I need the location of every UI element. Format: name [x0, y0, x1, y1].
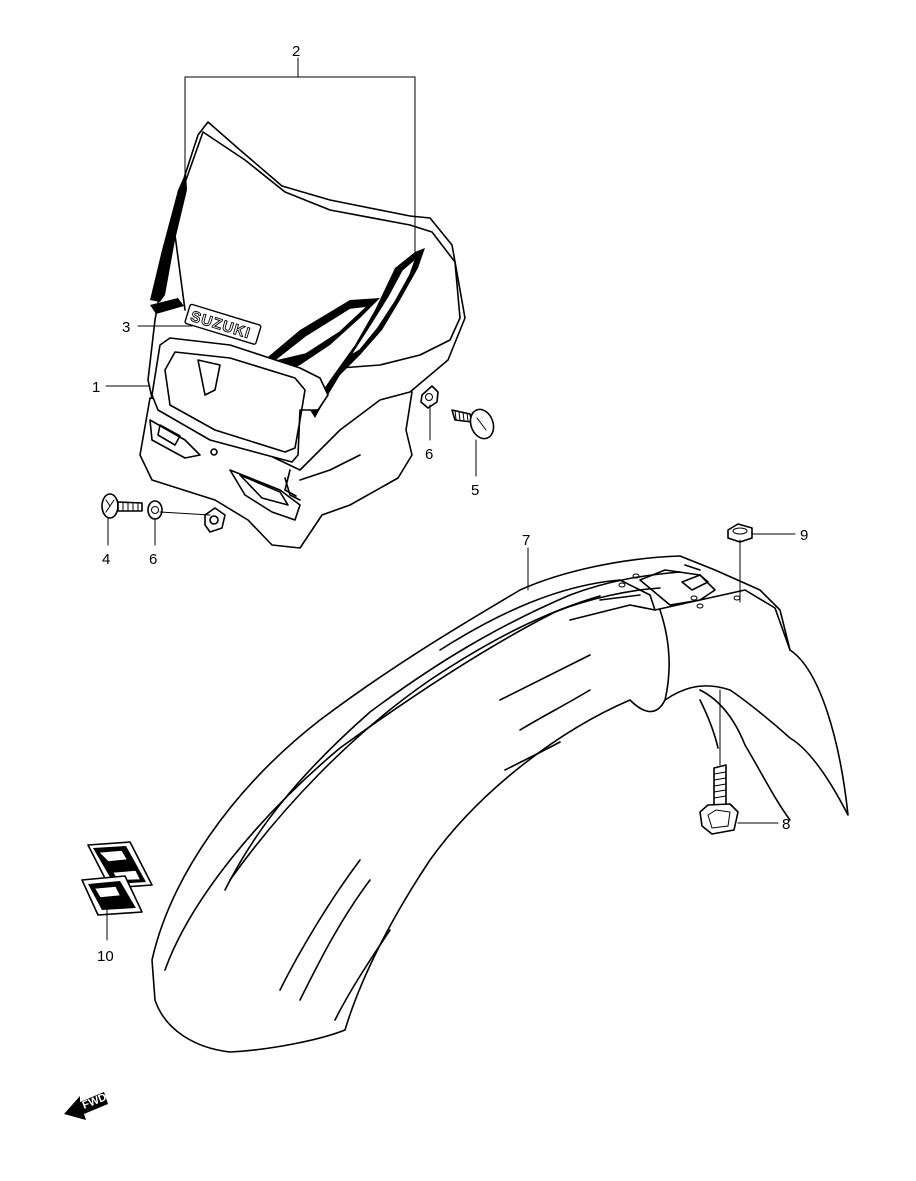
callout-8: 8	[782, 816, 790, 833]
fwd-direction-arrow: FWD	[64, 1091, 108, 1120]
callout-10: 10	[97, 948, 114, 965]
fender-washer	[727, 523, 753, 543]
callout-7: 7	[522, 532, 530, 549]
grommet-left	[147, 500, 163, 520]
suzuki-emblem-decal	[81, 841, 153, 916]
front-fender	[151, 555, 849, 1053]
headlight-cowl: SUZUKI	[139, 121, 466, 549]
grommet-right	[420, 385, 439, 409]
callout-4: 4	[102, 551, 110, 568]
callout-6-right: 6	[425, 446, 433, 463]
callout-labels: 2 3 1 6 5 4 6 7 9 8 10	[92, 43, 808, 965]
callout-9: 9	[800, 527, 808, 544]
flange-bolt	[699, 764, 739, 835]
callout-3: 3	[122, 319, 130, 336]
leader-lines	[105, 57, 796, 941]
bolt-left	[101, 493, 143, 519]
bolt-right	[451, 408, 495, 440]
callout-1: 1	[92, 379, 100, 396]
callout-5: 5	[471, 482, 479, 499]
callout-2: 2	[292, 43, 300, 60]
callout-6-left: 6	[149, 551, 157, 568]
